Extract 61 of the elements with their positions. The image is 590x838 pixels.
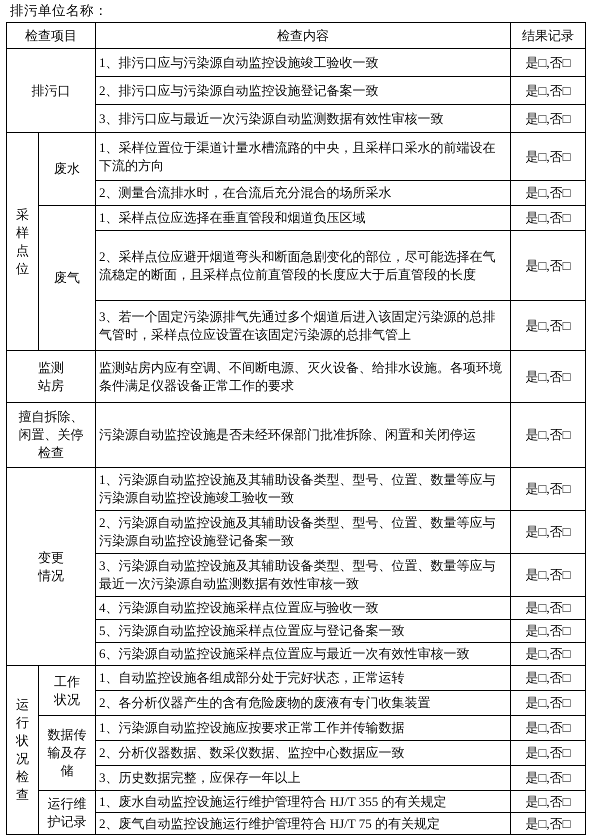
result-cell: 是□,否□ xyxy=(510,642,586,666)
row-header: 废水 xyxy=(38,132,96,206)
row-header: 采样点位 xyxy=(6,132,38,350)
table-cell: 2、分析仪器数据、数采仪数据、监控中心数据应一致 xyxy=(96,740,510,766)
result-cell: 是□,否□ xyxy=(510,48,586,76)
table-cell: 2、各分析仪器产生的含有危险废物的废液有专门收集装置 xyxy=(96,690,510,716)
table-cell: 1、污染源自动监控设施应按要求正常工作并传输数据 xyxy=(96,716,510,740)
table-cell: 4、污染源自动监控设施采样点位置应与验收一致 xyxy=(96,596,510,620)
result-cell: 是□,否□ xyxy=(510,104,586,132)
table-cell: 监测站房内应有空调、不间断电源、灭火设备、给排水设施。各项环境条件满足仪器设备正常工作的要求 xyxy=(96,350,510,402)
result-cell: 是□,否□ xyxy=(510,76,586,104)
result-cell: 是□,否□ xyxy=(510,402,586,468)
table-cell: 1、采样点位应选择在垂直管段和烟道负压区域 xyxy=(96,206,510,230)
table-cell: 2、废气自动监控设施运行维护管理符合 HJ/T 75 的有关规定 xyxy=(96,812,510,834)
table-cell: 3、历史数据完整，应保存一年以上 xyxy=(96,766,510,790)
table-cell: 1、采样位置位于渠道计量水槽流路的中央，且采样口采水的前端设在下流的方向 xyxy=(96,132,510,180)
table-cell: 1、自动监控设施各组成部分处于完好状态，正常运转 xyxy=(96,666,510,690)
result-cell: 是□,否□ xyxy=(510,690,586,716)
result-cell: 是□,否□ xyxy=(510,554,586,596)
table-cell: 1、排污口应与污染源自动监控设施竣工验收一致 xyxy=(96,48,510,76)
result-cell: 是□,否□ xyxy=(510,180,586,206)
table-cell: 3、排污口应与最近一次污染源自动监测数据有效性审核一致 xyxy=(96,104,510,132)
result-cell: 是□,否□ xyxy=(510,766,586,790)
table-cell: 6、污染源自动监控设施采样点位置应与最近一次有效性审核一致 xyxy=(96,642,510,666)
row-header: 监测站房 xyxy=(6,350,96,402)
column-header: 检查项目 xyxy=(6,22,96,48)
column-header: 检查内容 xyxy=(96,22,510,48)
form-title: 排污单位名称： xyxy=(10,2,108,20)
result-cell: 是□,否□ xyxy=(510,206,586,230)
row-header: 排污口 xyxy=(6,48,96,132)
result-cell: 是□,否□ xyxy=(510,716,586,740)
result-cell: 是□,否□ xyxy=(510,132,586,180)
result-cell: 是□,否□ xyxy=(510,666,586,690)
table-cell: 3、若一个固定污染源排气先通过多个烟道后进入该固定污染源的总排气管时，采样点位应设置在该固定污染源的总排气管上 xyxy=(96,300,510,350)
row-header: 废气 xyxy=(38,206,96,350)
table-cell: 2、采样点位应避开烟道弯头和断面急剧变化的部位，尽可能选择在气流稳定的断面，且采样点位前直管段的长度应大于后直管段的长度 xyxy=(96,230,510,300)
result-cell: 是□,否□ xyxy=(510,790,586,812)
table-cell: 污染源自动监控设施是否未经环保部门批准拆除、闲置和关闭停运 xyxy=(96,402,510,468)
row-header: 变更情况 xyxy=(6,468,96,666)
result-cell: 是□,否□ xyxy=(510,300,586,350)
table-cell: 2、污染源自动监控设施及其辅助设备类型、型号、位置、数量等应与污染源自动监控设施登记备案一致 xyxy=(96,510,510,554)
table-cell: 1、废水自动监控设施运行维护管理符合 HJ/T 355 的有关规定 xyxy=(96,790,510,812)
result-cell: 是□,否□ xyxy=(510,812,586,834)
table-cell: 3、污染源自动监控设施及其辅助设备类型、型号、位置、数量等应与最近一次污染源自动监测数据有效性审核一致 xyxy=(96,554,510,596)
row-header: 运行维护记录 xyxy=(38,790,96,834)
result-cell: 是□,否□ xyxy=(510,740,586,766)
row-header: 运行状况检查 xyxy=(6,666,38,834)
result-cell: 是□,否□ xyxy=(510,350,586,402)
table-cell: 2、测量合流排水时，在合流后充分混合的场所采水 xyxy=(96,180,510,206)
row-header: 工作状况 xyxy=(38,666,96,716)
table-cell: 2、排污口应与污染源自动监控设施登记备案一致 xyxy=(96,76,510,104)
result-cell: 是□,否□ xyxy=(510,510,586,554)
result-cell: 是□,否□ xyxy=(510,468,586,510)
result-cell: 是□,否□ xyxy=(510,620,586,642)
table-cell: 5、污染源自动监控设施采样点位置应与登记备案一致 xyxy=(96,620,510,642)
row-header: 擅自拆除、闲置、关停检查 xyxy=(6,402,96,468)
column-header: 结果记录 xyxy=(510,22,586,48)
result-cell: 是□,否□ xyxy=(510,230,586,300)
table-cell: 1、污染源自动监控设施及其辅助设备类型、型号、位置、数量等应与污染源自动监控设施竣工验收一致 xyxy=(96,468,510,510)
result-cell: 是□,否□ xyxy=(510,596,586,620)
row-header: 数据传输及存储 xyxy=(38,716,96,790)
